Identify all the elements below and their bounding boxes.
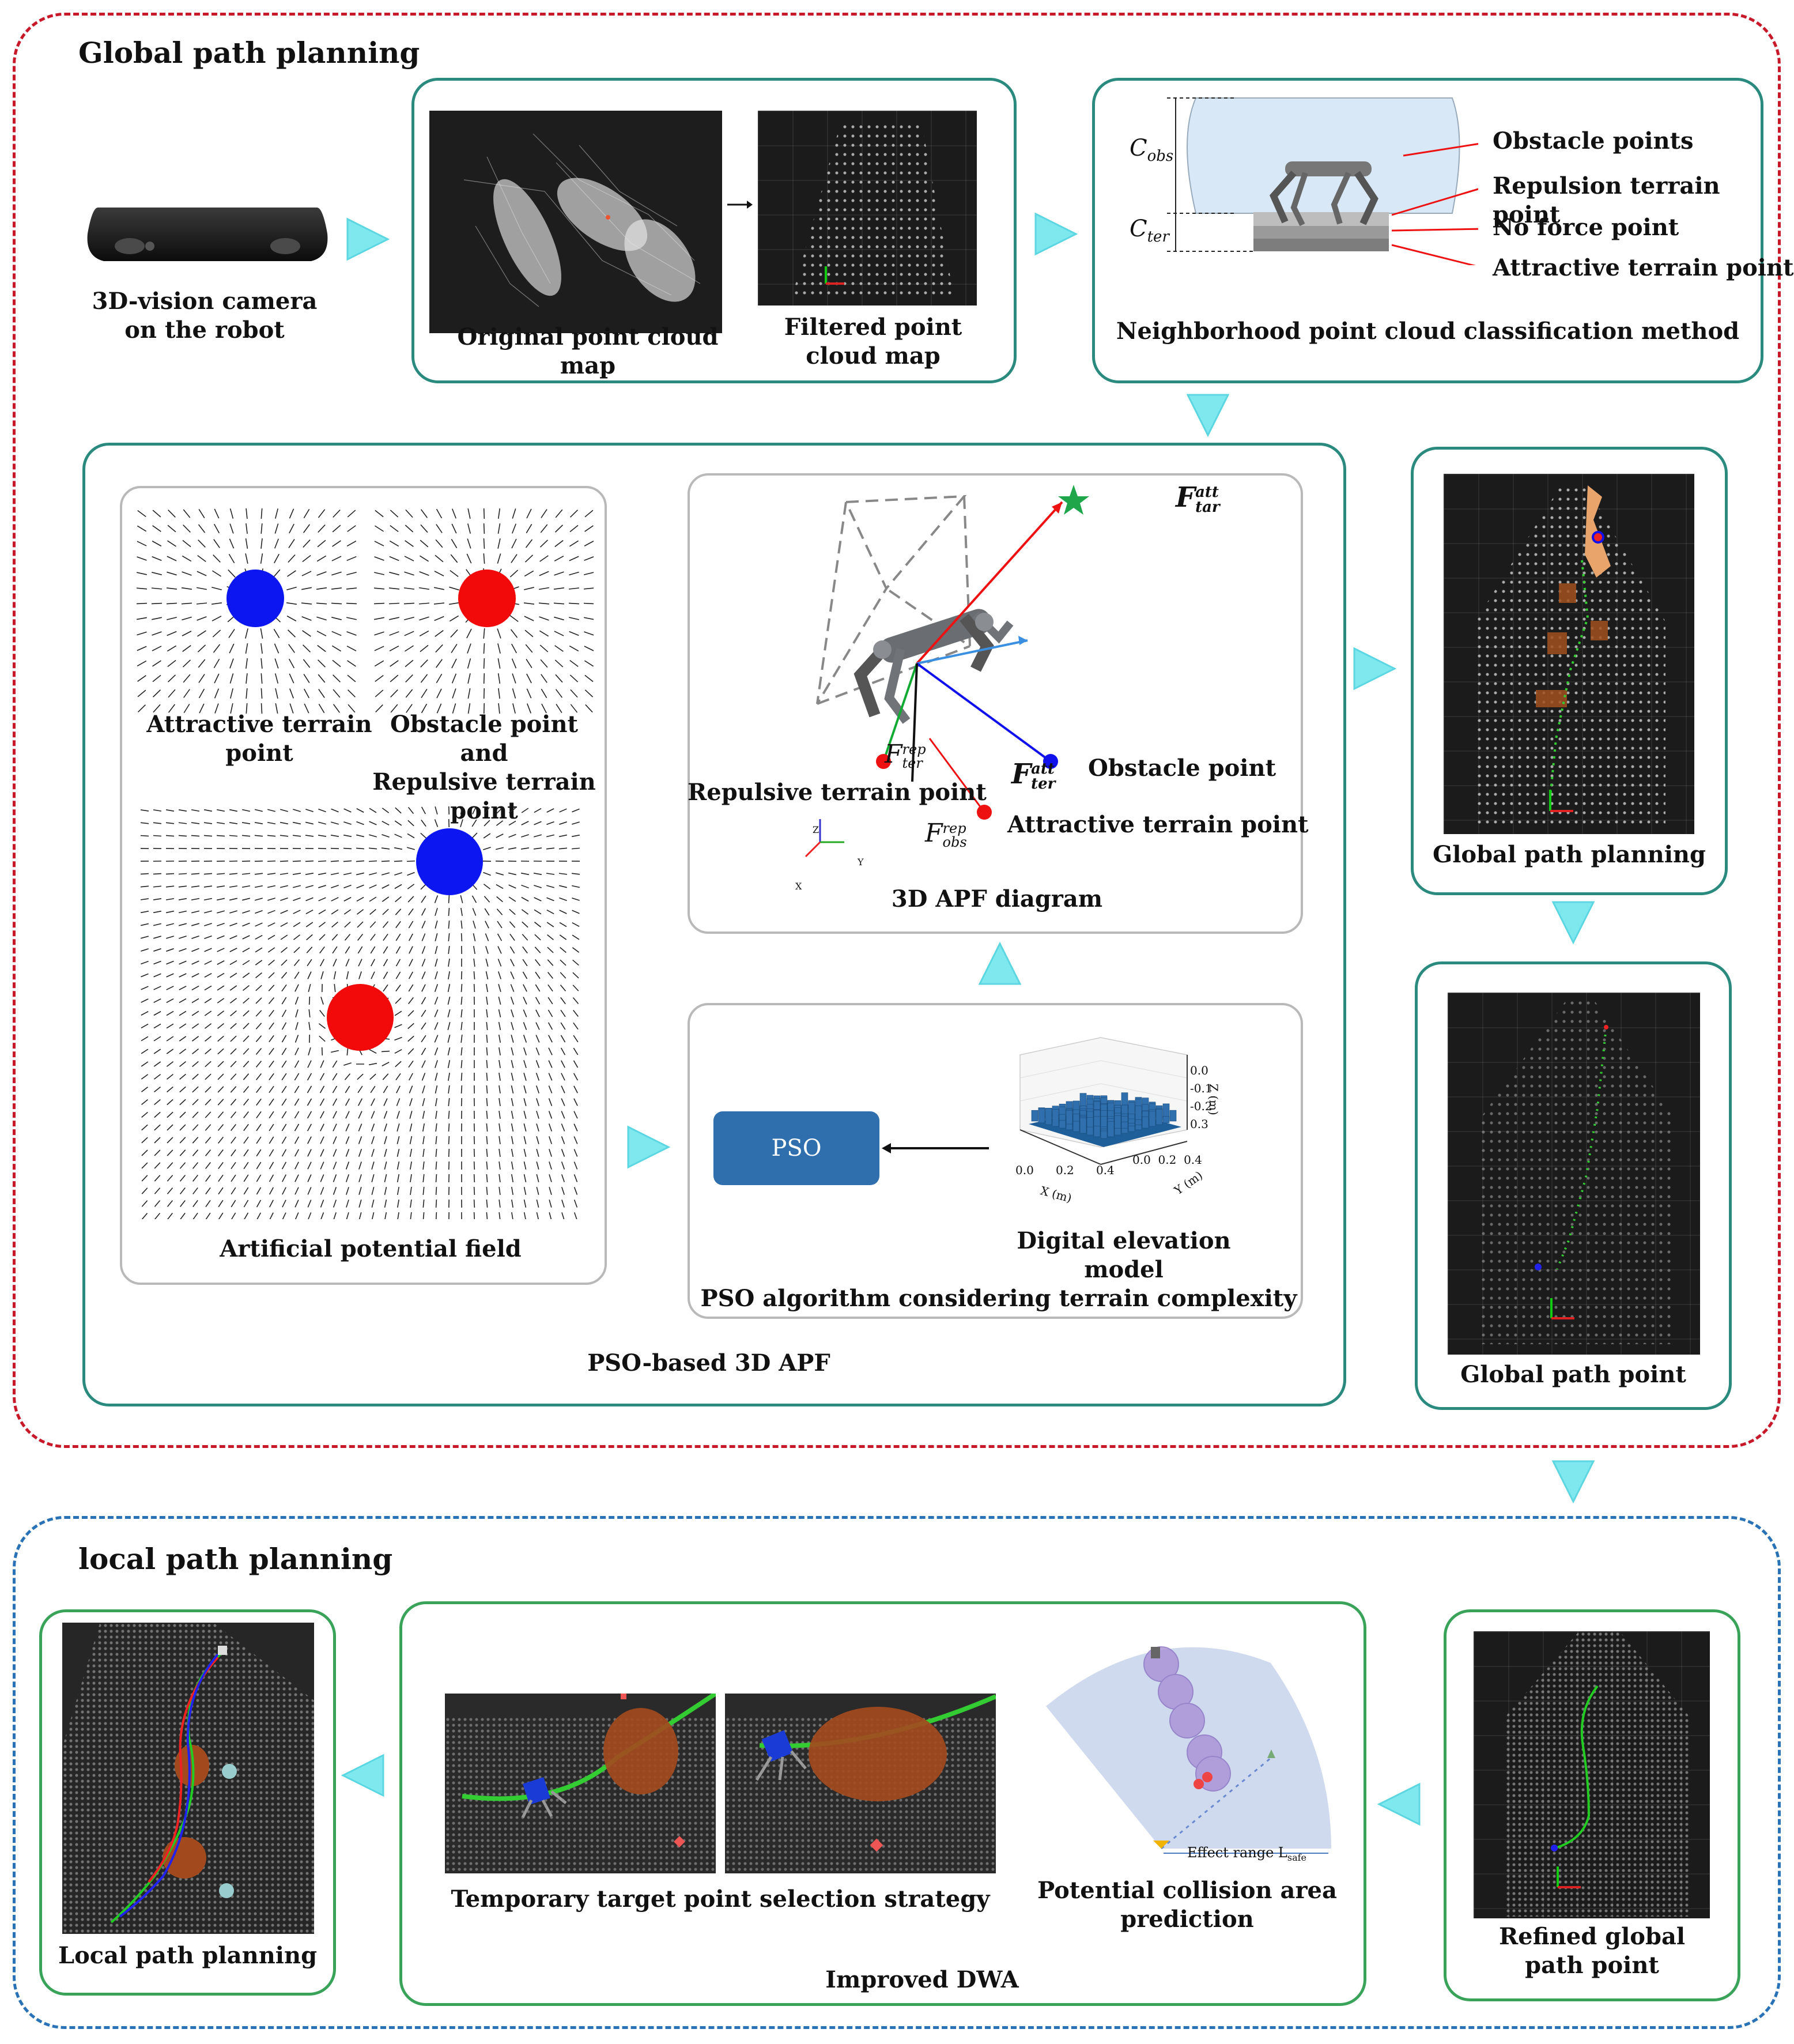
dem-surface-plot: [1019, 1037, 1188, 1165]
apf3d-label: 3D APF diagram: [891, 885, 1103, 912]
pso-apf-label: PSO-based 3D APF: [587, 1349, 830, 1377]
classification-diagram: [1167, 97, 1478, 265]
repulsion-terrain-item: Repulsion terrain point: [1493, 172, 1720, 228]
axis-z-label: Z: [813, 824, 819, 835]
improved-dwa-label: Improved DWA: [825, 1966, 1019, 1993]
c-obs-label: Cobs: [1130, 135, 1174, 165]
potential-field-image: [140, 806, 580, 1219]
refined-path-image: [1474, 1631, 1710, 1918]
pso-panel-label: PSO algorithm considering terrain comple…: [700, 1285, 1297, 1312]
repulsive-field-image: [373, 508, 594, 714]
arrow-up-icon: [978, 941, 1022, 985]
temp-target-scene-2: [725, 1694, 996, 1873]
arrow-right-icon: [1353, 647, 1397, 691]
global-section-title: Global path planning: [78, 36, 420, 70]
local-section-title: local path planning: [78, 1542, 393, 1576]
pso-block: PSO: [713, 1111, 879, 1185]
arrow-small-icon: [727, 201, 753, 209]
obstacle-point-circle: [458, 570, 516, 627]
c-ter-label: Cter: [1130, 216, 1169, 246]
global-point-label: Global path point: [1460, 1361, 1686, 1388]
arrow-left-icon: [341, 1753, 384, 1797]
classification-label: Neighborhood point cloud classification …: [1116, 318, 1740, 345]
no-force-item: No force point: [1493, 214, 1679, 241]
obstacle-points-item: Obstacle points: [1493, 127, 1694, 154]
arrow-left-icon: [1377, 1782, 1421, 1826]
collision-prediction-image: [1046, 1646, 1331, 1854]
arrow-down-icon: [1551, 1460, 1595, 1504]
axis-y-label: Y: [858, 857, 864, 868]
goal-point-circle: [416, 828, 483, 895]
arrow-down-icon: [1186, 394, 1230, 438]
obstacle-point-label: Obstacle point: [1088, 755, 1276, 782]
global-planning-label: Global path planning: [1433, 841, 1706, 868]
arrow-right-icon: [627, 1125, 671, 1169]
dem-x-ticks: 0.0 0.2 0.4: [1015, 1163, 1115, 1177]
apf-field-label: Artificial potential field: [220, 1235, 522, 1262]
temp-target-label: Temporary target point selection strateg…: [451, 1885, 990, 1913]
global-planning-image: [1444, 474, 1694, 834]
attractive-point-circle: [226, 570, 284, 627]
attractive-field-image: [136, 508, 357, 714]
global-point-image: [1448, 993, 1700, 1355]
local-planning-label: Local path planning: [58, 1942, 318, 1969]
original-point-cloud-image: [429, 111, 722, 333]
obstacle-circle: [327, 984, 394, 1051]
arrow-right-icon: [1034, 212, 1078, 256]
arrow-down-icon: [1551, 901, 1595, 945]
effect-range-label: Effect range Lsafe: [1187, 1845, 1306, 1863]
arrow-right-icon: [346, 217, 390, 261]
attractive-terrain-item: Attractive terrain point: [1493, 254, 1794, 281]
dem-z-axis-label: Z (m): [1207, 1084, 1221, 1115]
dem-label: Digital elevation model: [1017, 1227, 1231, 1283]
dem-y-ticks: 0.0 0.2 0.4: [1132, 1153, 1202, 1167]
attractive-terrain-point-label: Attractive terrain point: [1007, 811, 1309, 838]
filtered-point-cloud-image: [758, 111, 977, 306]
dem-to-pso-arrow: [882, 1143, 989, 1153]
local-planning-image: [62, 1623, 314, 1934]
temp-target-scene-1: [445, 1694, 716, 1873]
axis-x-label: X: [795, 881, 802, 892]
camera-image: [87, 208, 328, 261]
apf3d-diagram: [805, 485, 1089, 858]
apf3d-panel: [688, 473, 1303, 934]
repulsive-terrain-point-label: Repulsive terrain point: [688, 779, 987, 806]
original-point-cloud-label: Original point cloud map: [457, 323, 719, 379]
